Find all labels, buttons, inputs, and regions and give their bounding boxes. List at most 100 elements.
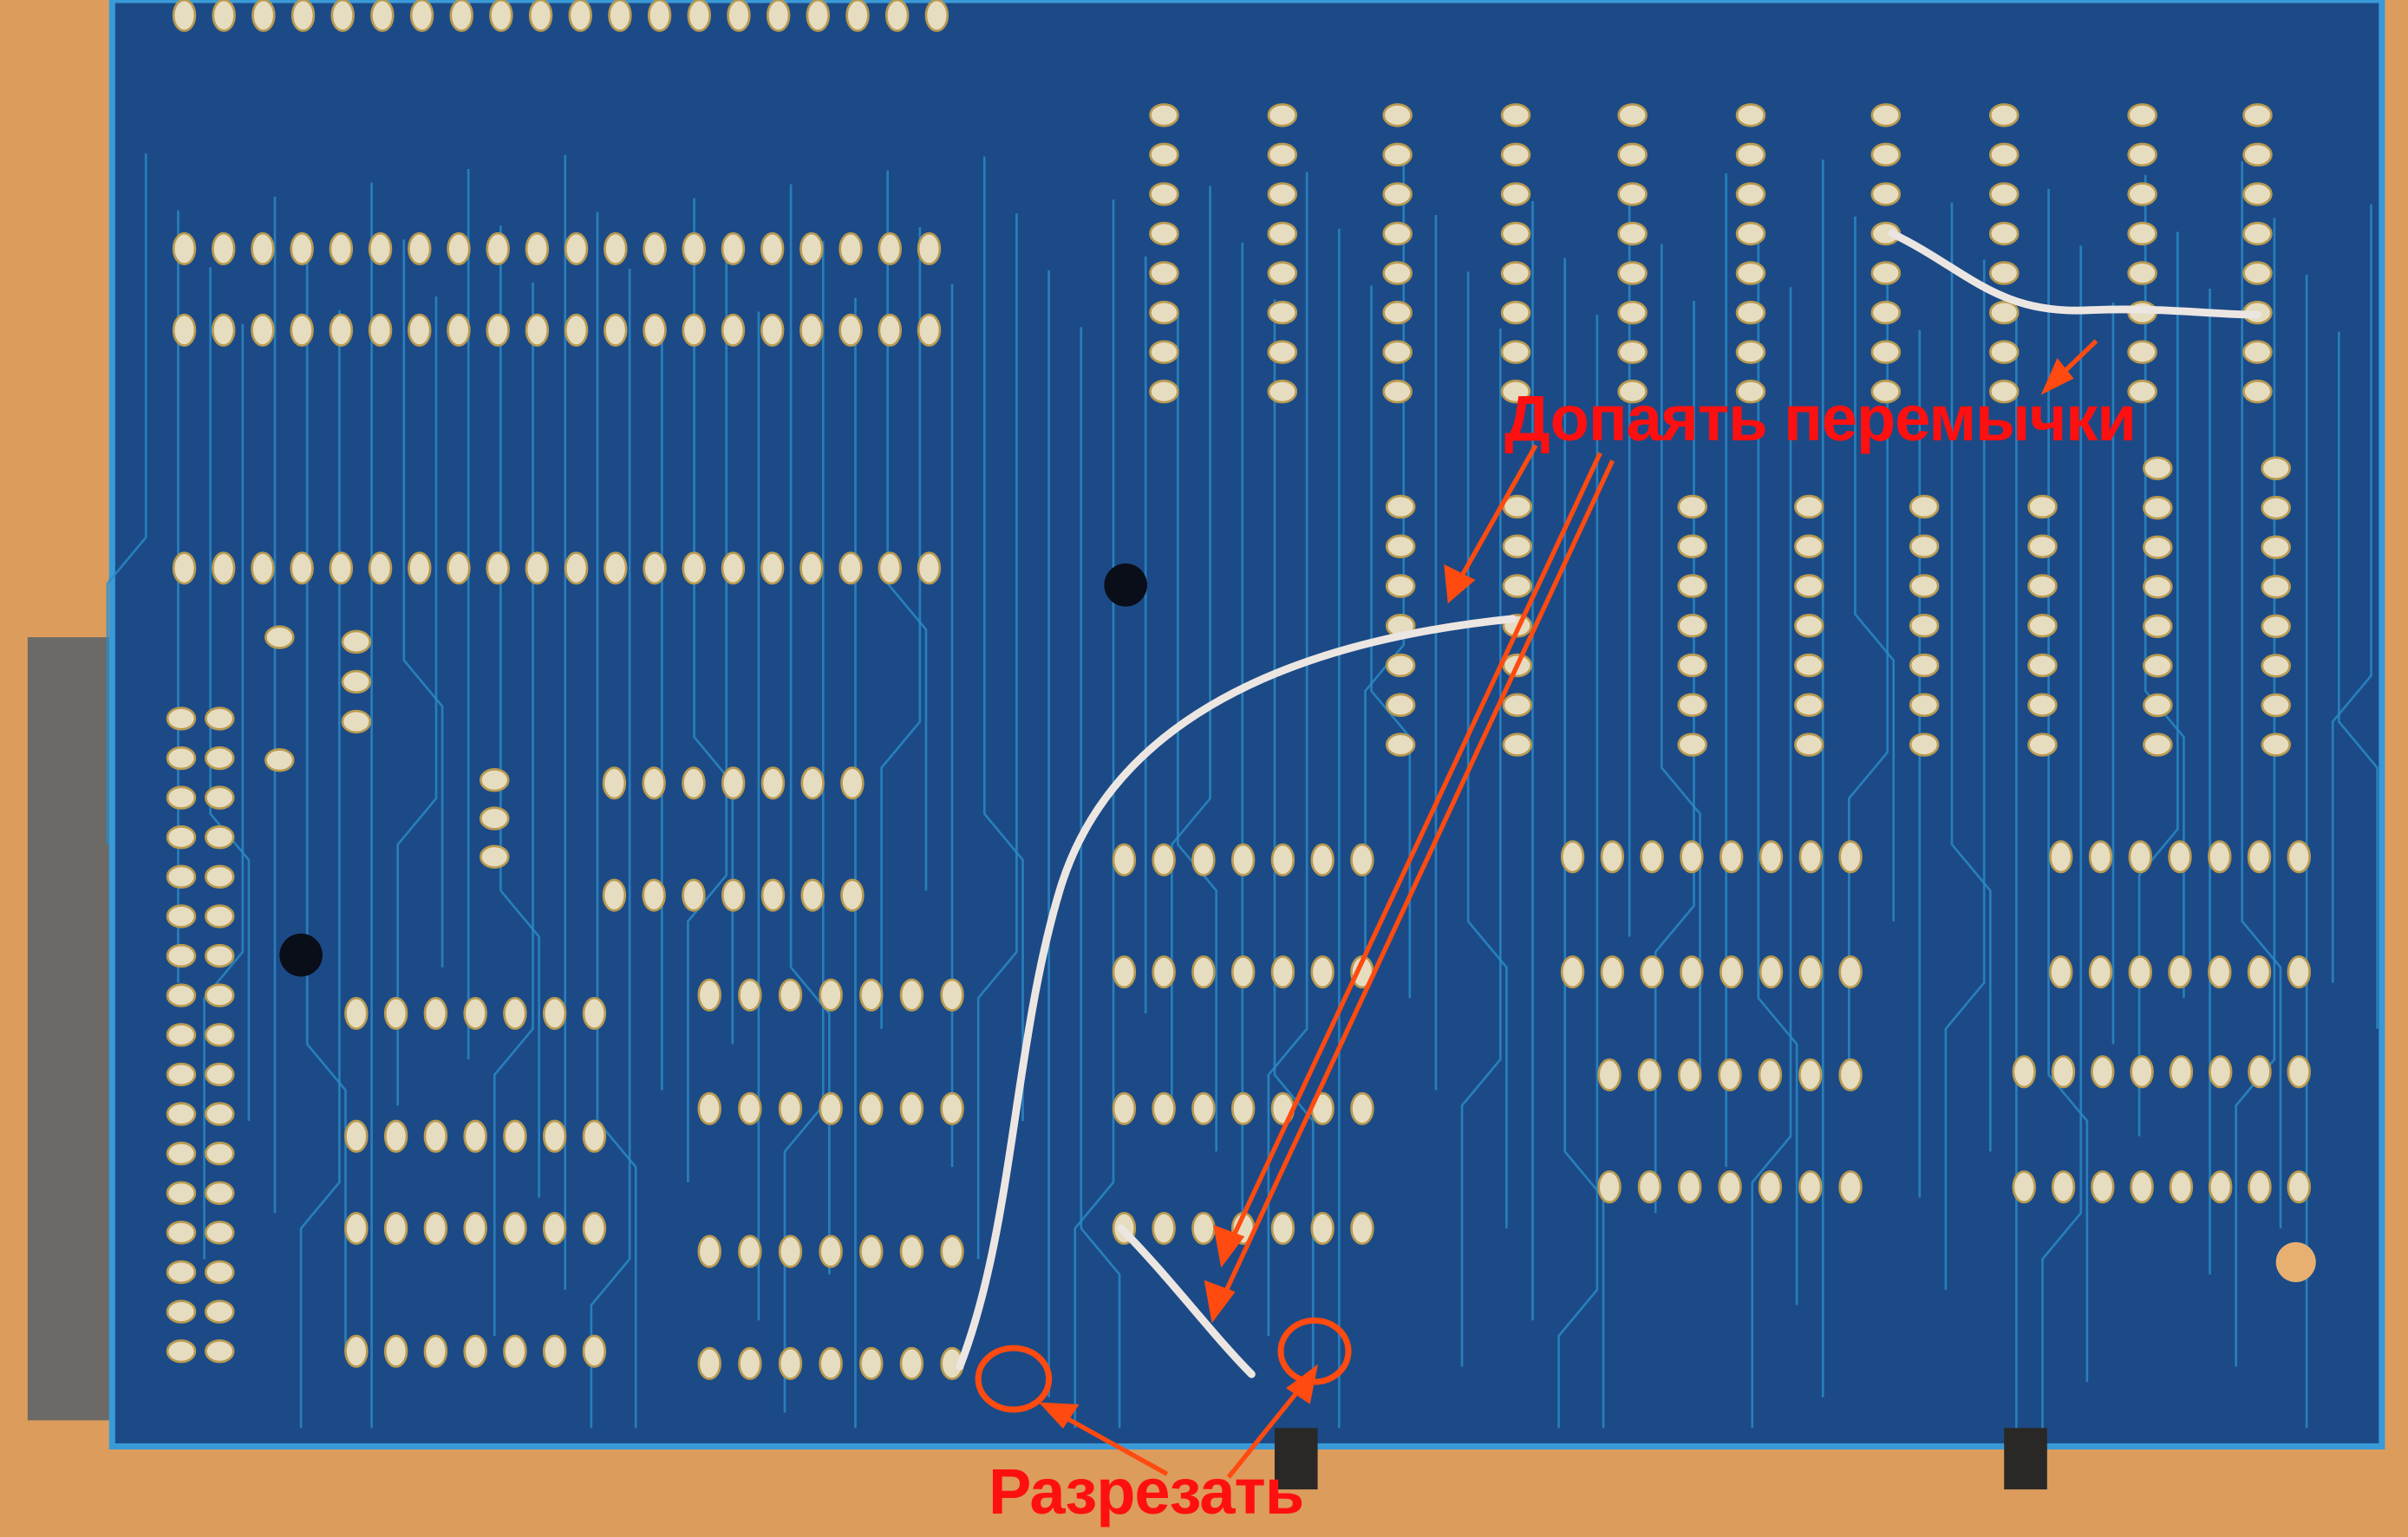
solder-pad bbox=[642, 766, 666, 800]
solder-pad bbox=[1270, 843, 1295, 876]
solder-pad bbox=[2261, 733, 2291, 757]
solder-pad bbox=[2051, 1055, 2076, 1089]
solder-pad bbox=[2143, 535, 2173, 560]
jumper-wire bbox=[956, 615, 1517, 1371]
solder-pad bbox=[1640, 840, 1664, 874]
solder-pad bbox=[1152, 843, 1176, 876]
solder-pad bbox=[166, 1221, 197, 1245]
solder-pad bbox=[1798, 1170, 1823, 1204]
solder-pad bbox=[1267, 379, 1298, 404]
copper-trace bbox=[1660, 244, 1701, 1075]
solder-pad bbox=[799, 313, 824, 347]
copper-trace bbox=[1460, 329, 1502, 1367]
solder-pad bbox=[542, 1334, 567, 1368]
solder-pad bbox=[2130, 1170, 2154, 1204]
arrow-head bbox=[2040, 357, 2074, 395]
solder-pad bbox=[1759, 955, 1784, 989]
solder-pad bbox=[564, 231, 589, 265]
solder-pad bbox=[1267, 142, 1298, 167]
solder-pad bbox=[341, 669, 372, 694]
solder-pad bbox=[778, 1234, 803, 1268]
solder-pad bbox=[1870, 182, 1902, 206]
solder-pad bbox=[859, 1234, 884, 1268]
solder-pad bbox=[899, 1234, 924, 1268]
solder-pad bbox=[1382, 379, 1413, 404]
solder-pad bbox=[1680, 840, 1704, 874]
copper-trace bbox=[783, 241, 825, 1413]
annotation-arrows bbox=[1038, 339, 2098, 1479]
solder-pad bbox=[1149, 103, 1179, 127]
solder-pad bbox=[1758, 1170, 1783, 1204]
copper-trace bbox=[1080, 327, 1121, 1429]
solder-pad bbox=[2242, 221, 2273, 246]
solder-pad bbox=[1798, 840, 1824, 874]
solder-pad bbox=[917, 551, 942, 585]
solder-pad bbox=[1640, 955, 1664, 989]
solder-pad bbox=[1637, 1058, 1662, 1091]
solder-pad bbox=[1500, 182, 1531, 206]
solder-pad bbox=[564, 313, 589, 347]
solder-pad bbox=[447, 231, 471, 265]
solder-pad bbox=[1600, 840, 1625, 874]
solder-pad bbox=[859, 1346, 884, 1380]
solder-pad bbox=[2242, 379, 2273, 404]
solder-pad bbox=[1909, 534, 1940, 558]
solder-pad bbox=[2143, 456, 2173, 480]
solder-pad bbox=[1600, 955, 1625, 989]
solder-pad bbox=[738, 978, 762, 1012]
solder-pad bbox=[204, 1102, 235, 1126]
solder-pad bbox=[1310, 955, 1335, 989]
solder-pad bbox=[1735, 340, 1766, 364]
solder-pad bbox=[1617, 103, 1648, 127]
solder-pad bbox=[760, 551, 785, 585]
solder-pad bbox=[2248, 1170, 2272, 1204]
solder-pad bbox=[1191, 955, 1216, 989]
solder-pad bbox=[1735, 142, 1766, 167]
solder-pad bbox=[1350, 843, 1374, 876]
solder-pad bbox=[1385, 733, 1416, 757]
solder-pad bbox=[1794, 574, 1824, 598]
solder-pad bbox=[2169, 1055, 2194, 1089]
solder-pad bbox=[1500, 300, 1531, 325]
solder-pad bbox=[1112, 1091, 1137, 1125]
solder-pad bbox=[1267, 103, 1298, 127]
arrow-head bbox=[1444, 563, 1476, 604]
solder-pad bbox=[2242, 142, 2273, 167]
solder-pad bbox=[1191, 1091, 1216, 1125]
copper-trace bbox=[1273, 299, 1315, 1383]
solder-pad bbox=[1718, 1058, 1742, 1091]
solder-pad bbox=[899, 978, 924, 1012]
solder-pad bbox=[409, 0, 434, 32]
solder-pad bbox=[166, 1181, 197, 1205]
solder-pad bbox=[1988, 379, 2020, 404]
solder-pad bbox=[503, 1211, 527, 1246]
solder-pad bbox=[204, 864, 235, 889]
solder-pad bbox=[682, 878, 706, 912]
solder-pad bbox=[212, 231, 236, 265]
solder-pad bbox=[778, 978, 803, 1012]
copper-trace bbox=[305, 253, 347, 1351]
solder-pad bbox=[166, 707, 197, 731]
solder-pad bbox=[330, 0, 355, 32]
solder-pad bbox=[344, 1119, 369, 1153]
solder-pad bbox=[760, 313, 785, 347]
solder-pad bbox=[1382, 300, 1413, 325]
solder-pad bbox=[204, 1062, 235, 1087]
jumper-wires bbox=[956, 229, 2261, 1378]
copper-trace bbox=[1944, 259, 1986, 1290]
solder-pad bbox=[1382, 261, 1413, 285]
solder-pad bbox=[1909, 494, 1940, 519]
copper-trace bbox=[789, 184, 831, 1275]
solder-pad bbox=[878, 231, 903, 265]
solder-pad bbox=[383, 1119, 408, 1153]
solder-pad bbox=[204, 707, 235, 731]
solder-pad bbox=[940, 978, 964, 1012]
solder-pad bbox=[1988, 182, 2020, 206]
solder-pads bbox=[166, 0, 2311, 1380]
solder-pad bbox=[204, 943, 235, 968]
annotation-cut: Разрезать bbox=[989, 1456, 1304, 1527]
solder-pad bbox=[503, 1119, 527, 1153]
solder-pad bbox=[172, 231, 197, 265]
